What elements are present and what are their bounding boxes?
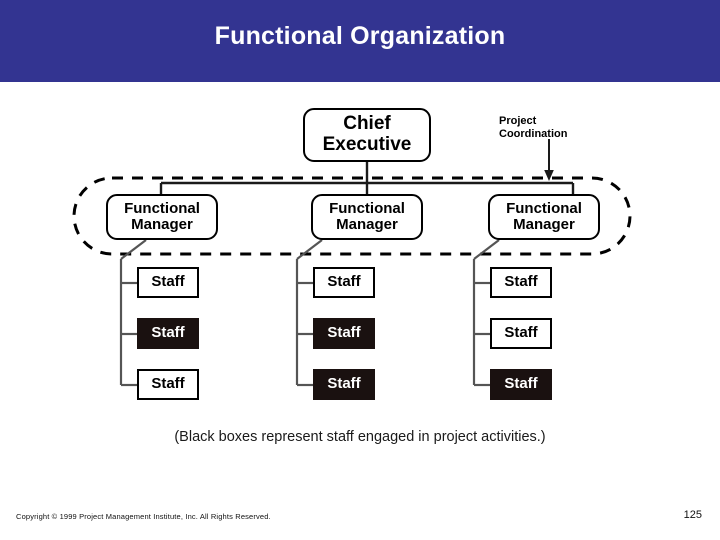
copyright-notice: Copyright © 1999 Project Management Inst… bbox=[16, 512, 271, 521]
node-staff-c2-r1[interactable]: Staff bbox=[313, 267, 375, 298]
node-staff-c3-r1[interactable]: Staff bbox=[490, 267, 552, 298]
node-staff-c1-r1-label: Staff bbox=[151, 273, 185, 291]
node-staff-c1-r1[interactable]: Staff bbox=[137, 267, 199, 298]
node-staff-c3-r2-label: Staff bbox=[504, 324, 538, 342]
connector-mgr1-diagonal bbox=[120, 239, 147, 260]
node-staff-c3-r3-label: Staff bbox=[504, 375, 538, 393]
page-title: Functional Organization bbox=[214, 22, 506, 50]
coordination-arrow-head bbox=[544, 170, 554, 181]
node-staff-c2-r3-label: Staff bbox=[327, 375, 361, 393]
connector-mgr3-diagonal bbox=[473, 239, 500, 260]
node-staff-c2-r2[interactable]: Staff bbox=[313, 318, 375, 349]
page-number: 125 bbox=[683, 509, 702, 521]
node-staff-c1-r2[interactable]: Staff bbox=[137, 318, 199, 349]
node-staff-c2-r1-label: Staff bbox=[327, 273, 361, 291]
node-staff-c3-r2[interactable]: Staff bbox=[490, 318, 552, 349]
title-banner: Functional Organization bbox=[0, 0, 720, 82]
project-coordination-boundary bbox=[72, 176, 632, 256]
node-staff-c3-r1-label: Staff bbox=[504, 273, 538, 291]
legend-note: (Black boxes represent staff engaged in … bbox=[174, 429, 546, 445]
connector-mgr2-diagonal bbox=[296, 239, 323, 260]
node-staff-c1-r2-label: Staff bbox=[151, 324, 185, 342]
node-staff-c3-r3[interactable]: Staff bbox=[490, 369, 552, 400]
node-staff-c2-r3[interactable]: Staff bbox=[313, 369, 375, 400]
node-staff-c1-r3-label: Staff bbox=[151, 375, 185, 393]
diagram-connector-layer bbox=[72, 139, 632, 387]
node-staff-c2-r2-label: Staff bbox=[327, 324, 361, 342]
node-staff-c1-r3[interactable]: Staff bbox=[137, 369, 199, 400]
